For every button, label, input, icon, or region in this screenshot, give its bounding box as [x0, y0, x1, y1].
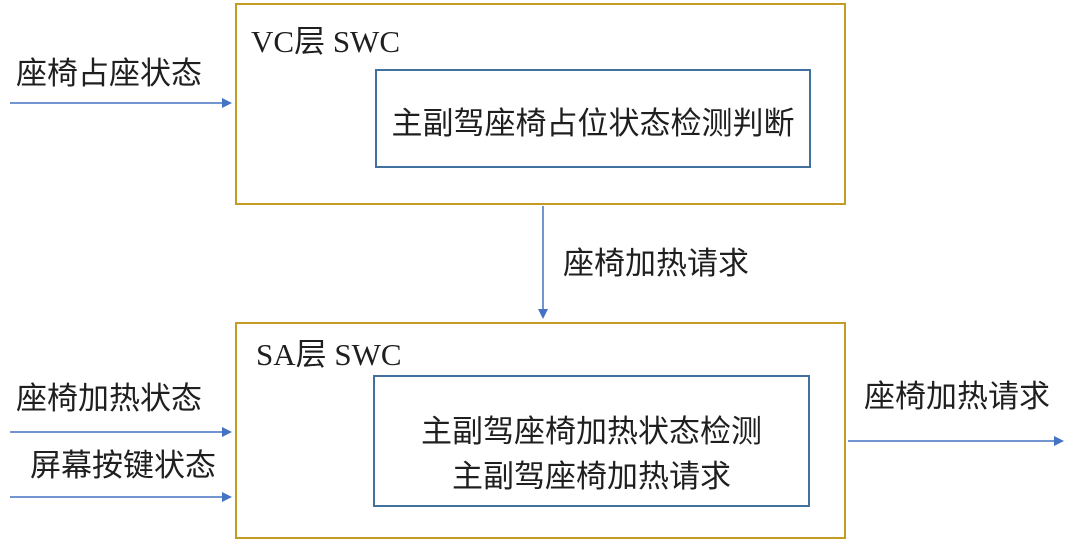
- input-label-seat-heating-status: 座椅加热状态: [16, 381, 202, 416]
- sa-layer-swc-box: SA层 SWC 主副驾座椅加热状态检测 主副驾座椅加热请求: [235, 322, 846, 539]
- sa-layer-swc-title: SA层 SWC: [256, 337, 402, 372]
- sa-process-line2: 主副驾座椅加热请求: [452, 459, 731, 494]
- connector-label-vc-to-sa: 座椅加热请求: [563, 246, 749, 281]
- vc-process-box: 主副驾座椅占位状态检测判断: [375, 69, 811, 168]
- sa-process-box: 主副驾座椅加热状态检测 主副驾座椅加热请求: [373, 375, 810, 507]
- vc-process-label: 主副驾座椅占位状态检测判断: [391, 106, 795, 141]
- sa-process-line1: 主副驾座椅加热状态检测: [421, 414, 762, 449]
- vc-layer-swc-box: VC层 SWC 主副驾座椅占位状态检测判断: [235, 3, 846, 205]
- vc-layer-swc-title: VC层 SWC: [251, 24, 400, 59]
- input-label-seat-occupancy-status: 座椅占座状态: [16, 56, 202, 91]
- output-label-seat-heating-request: 座椅加热请求: [864, 379, 1050, 414]
- input-label-screen-button-status: 屏幕按键状态: [30, 448, 216, 483]
